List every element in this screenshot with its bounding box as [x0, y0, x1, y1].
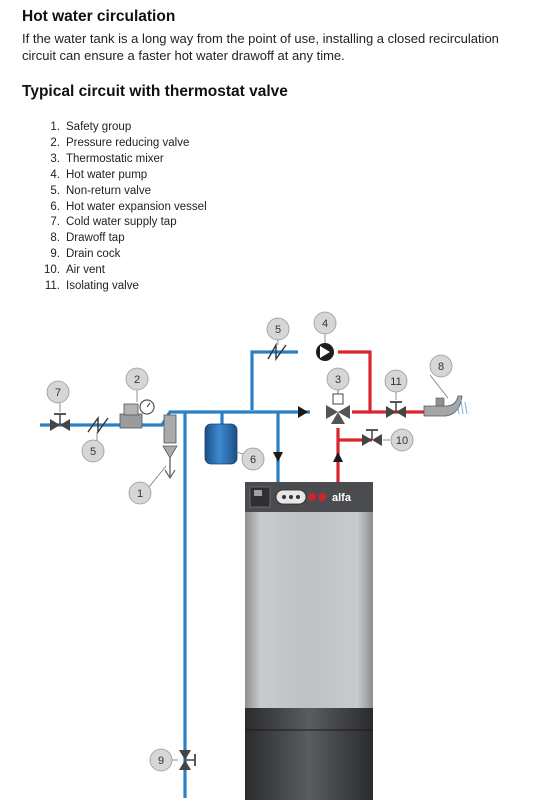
legend-item: 3.Thermostatic mixer	[50, 152, 164, 165]
callout-6: 6	[241, 447, 265, 471]
hot-water-pipes	[336, 350, 425, 482]
legend-item: 6.Hot water expansion vessel	[50, 200, 207, 213]
page-title: Hot water circulation	[22, 8, 176, 25]
cold-supply-tap-icon	[50, 413, 70, 431]
callout-3: 3	[326, 367, 350, 391]
thermostatic-mixer-icon	[326, 388, 350, 424]
legend-item: 4.Hot water pump	[50, 168, 148, 181]
flow-arrow-icon	[273, 452, 283, 462]
svg-text:8: 8	[438, 361, 444, 373]
callout-7: 7	[46, 380, 70, 404]
svg-text:5: 5	[275, 324, 281, 336]
hot-distribution-pipe	[338, 350, 425, 414]
svg-text:5: 5	[90, 446, 96, 458]
flow-arrow-icon	[298, 406, 308, 418]
svg-text:4: 4	[322, 318, 328, 330]
callout-5: 5	[81, 439, 105, 463]
boiler-base	[245, 708, 373, 800]
safety-group-icon	[162, 414, 178, 480]
callout-8: 8	[429, 354, 453, 378]
legend-item: 9.Drain cock	[50, 248, 121, 261]
boiler-brand-label: alfa	[332, 492, 352, 504]
drawoff-tap-icon	[423, 395, 468, 417]
section-subtitle: Typical circuit with thermostat valve	[22, 83, 288, 100]
drain-cock-icon	[179, 750, 196, 770]
callout-9: 9	[149, 748, 173, 772]
callout-leaders	[59, 333, 449, 761]
callout-2: 2	[125, 367, 149, 391]
air-vent-icon	[362, 429, 382, 446]
callout-4: 4	[313, 311, 337, 335]
svg-text:6: 6	[250, 454, 256, 466]
non-return-valve-icon	[87, 415, 109, 435]
legend-item: 5.Non-return valve	[50, 184, 152, 197]
svg-text:11: 11	[390, 376, 401, 388]
non-return-valve-icon	[267, 342, 287, 362]
flow-arrow-icon	[333, 452, 343, 462]
isolating-valve-icon	[386, 401, 406, 418]
svg-text:2: 2	[134, 374, 140, 386]
boiler-body	[245, 512, 373, 708]
callout-11: 11	[384, 369, 408, 393]
legend-item: 1.Safety group	[50, 121, 132, 133]
callout-10: 10	[390, 428, 414, 452]
legend-item: 10.Air vent	[44, 264, 105, 277]
svg-text:9: 9	[158, 755, 164, 767]
expansion-vessel-icon	[204, 423, 238, 465]
legend-item: 7.Cold water supply tap	[50, 216, 177, 229]
boiler: alfa	[245, 482, 373, 800]
intro-text: If the water tank is a long way from the…	[22, 31, 499, 63]
legend-item: 8.Drawoff tap	[50, 232, 125, 245]
svg-text:3: 3	[335, 374, 341, 386]
svg-text:7: 7	[55, 387, 61, 399]
return-pipe	[250, 350, 298, 410]
svg-text:10: 10	[396, 435, 408, 447]
legend-item: 2.Pressure reducing valve	[50, 136, 190, 149]
callout-1: 1	[128, 481, 152, 505]
svg-text:1: 1	[137, 488, 143, 500]
component-legend: 1.Safety group 2.Pressure reducing valve…	[28, 120, 207, 295]
hot-water-pump-icon	[316, 343, 334, 361]
legend-item: 11.Isolating valve	[44, 280, 139, 293]
callout-5: 5	[266, 317, 290, 341]
pressure-reducing-valve-icon	[119, 399, 155, 429]
